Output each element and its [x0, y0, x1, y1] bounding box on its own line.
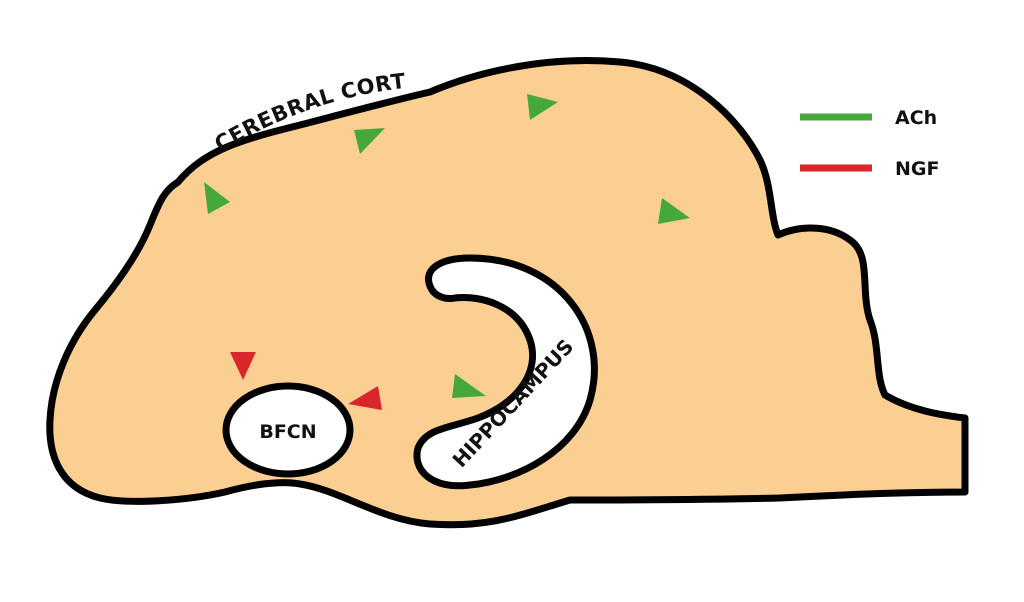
legend-ngf-label: NGF [895, 158, 939, 180]
ngf-arrowhead-down [230, 352, 256, 380]
arrowheads [204, 94, 690, 410]
ach-arrowhead-4 [452, 374, 486, 398]
bfcn-structure [222, 382, 354, 478]
hippocampus-structure [413, 254, 598, 490]
bfcn-label: BFCN [259, 421, 316, 443]
legend: ACh NGF [800, 107, 939, 180]
ach-arrowhead-2 [527, 94, 558, 120]
legend-ach-label: ACh [895, 107, 937, 129]
ach-arrowhead-1 [354, 128, 385, 154]
ach-arrowhead-up [204, 182, 230, 214]
ach-arrowhead-3 [658, 198, 690, 224]
ngf-arrowhead-left [348, 386, 382, 410]
